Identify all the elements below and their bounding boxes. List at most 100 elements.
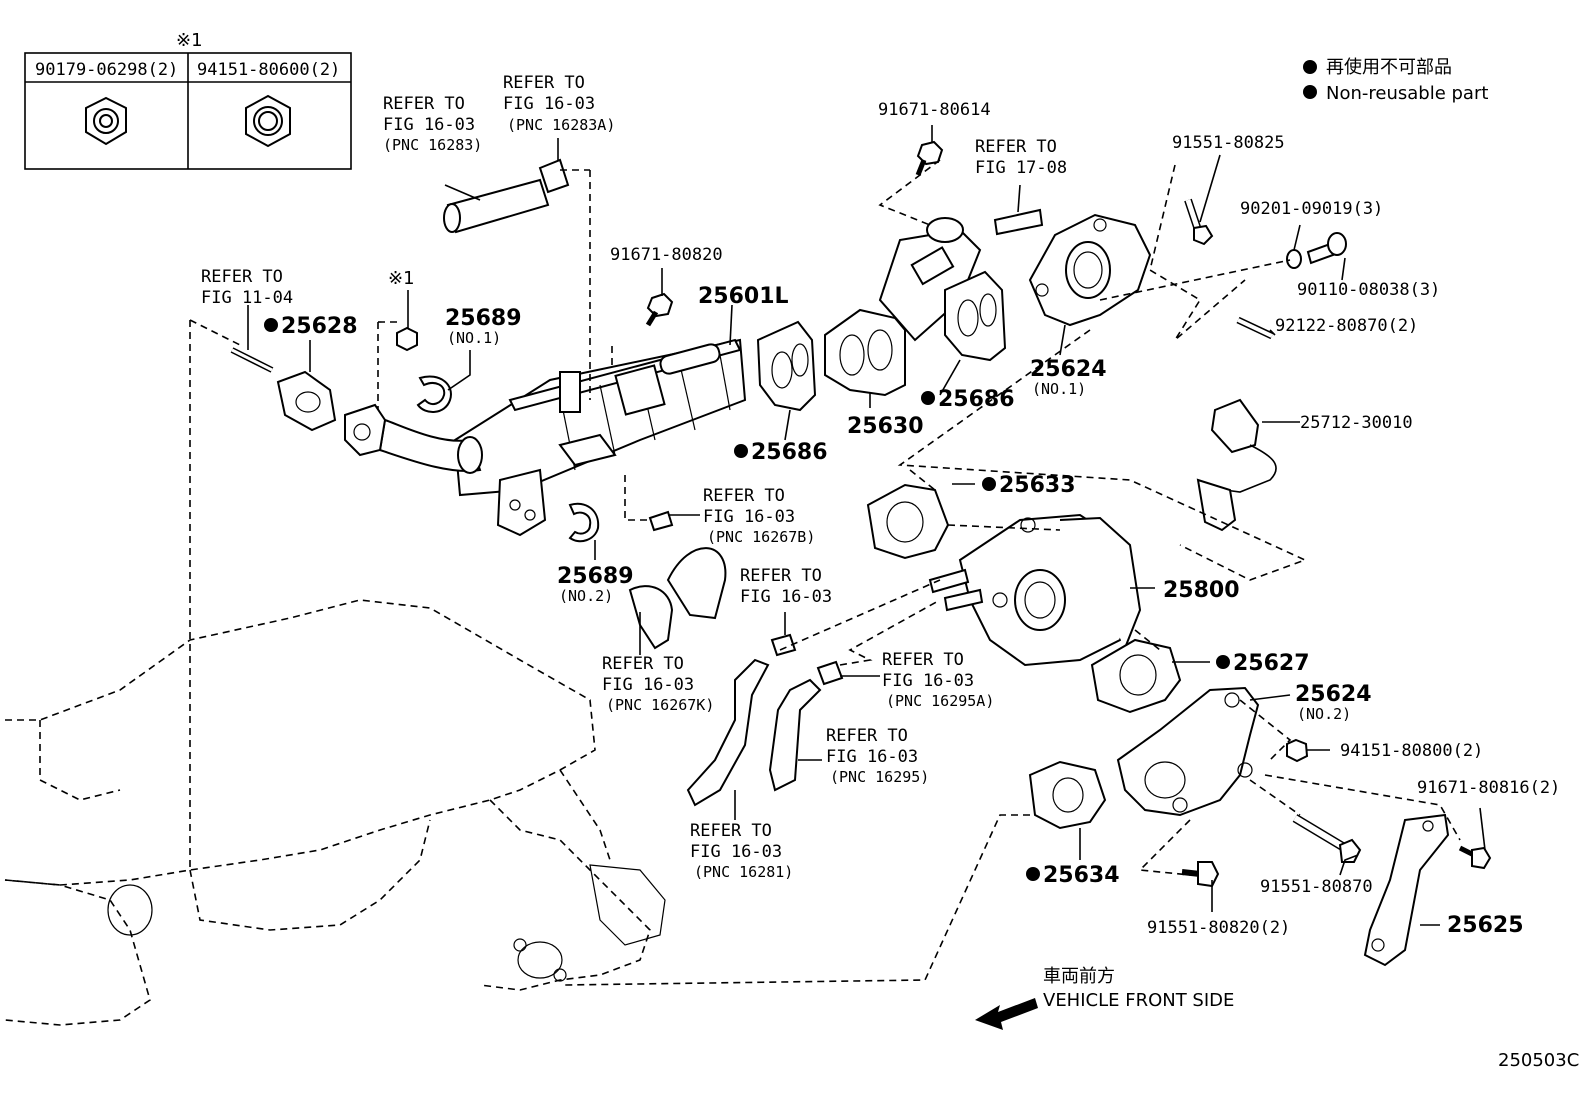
table-col1-partno: 90179-06298(2) <box>35 60 178 80</box>
refer-10-line3: (PNC 16281) <box>694 863 793 881</box>
label-25624-no2-sub: (NO.2) <box>1297 705 1351 723</box>
refer-9-line1: REFER TO <box>826 726 908 746</box>
refer-9-line2: FIG 16-03 <box>826 747 918 767</box>
stud-92122 <box>1236 316 1274 340</box>
bolt-91671-80614 <box>915 140 944 176</box>
figure-code: 250503C <box>1498 1050 1579 1071</box>
label-mark1: ※1 <box>388 268 415 289</box>
label-25689-no1-sub: (NO.1) <box>447 329 501 347</box>
gasket-25633 <box>866 483 950 560</box>
egr-pipe-25624-no1 <box>1028 213 1152 327</box>
label-25627: 25627 <box>1233 651 1310 676</box>
label-94151-80800: 94151-80800(2) <box>1340 741 1483 761</box>
bolt-90110 <box>1306 232 1347 265</box>
label-25633: 25633 <box>999 473 1076 498</box>
bolt-91671-80816 <box>1458 845 1492 870</box>
gasket-25686-b <box>944 270 1007 362</box>
legend-en: Non-reusable part <box>1326 83 1488 104</box>
label-91551-80820: 91551-80820(2) <box>1147 918 1290 938</box>
non-reusable-dot <box>1026 867 1040 881</box>
label-91551-80825: 91551-80825 <box>1172 133 1285 153</box>
label-91671-80614: 91671-80614 <box>878 100 991 120</box>
nut-mark1 <box>396 326 418 352</box>
non-reusable-dot <box>1216 655 1230 669</box>
refer-7-line1: REFER TO <box>602 654 684 674</box>
legend-jp: 再使用不可部品 <box>1326 57 1452 78</box>
refer-10-line2: FIG 16-03 <box>690 842 782 862</box>
front-arrow-icon <box>975 998 1038 1030</box>
bracket-25625 <box>1363 813 1450 967</box>
refer-4-line2: FIG 17-08 <box>975 158 1067 178</box>
label-91671-80820: 91671-80820 <box>610 245 723 265</box>
label-91671-80816: 91671-80816(2) <box>1417 778 1560 798</box>
table-note-mark: ※1 <box>176 30 203 51</box>
refer-5-line1: REFER TO <box>703 486 785 506</box>
gasket-25628 <box>276 370 337 432</box>
label-91551-80870: 91551-80870 <box>1260 877 1373 897</box>
label-25800: 25800 <box>1163 578 1240 603</box>
washer-90201 <box>1286 249 1302 269</box>
label-90110: 90110-08038(3) <box>1297 280 1440 300</box>
refer-10-line1: REFER TO <box>690 821 772 841</box>
bolt-91671-80820 <box>645 292 674 327</box>
egr-valve-25800 <box>928 513 1142 667</box>
clamp-25689-no1 <box>416 375 452 413</box>
refer-3-line1: REFER TO <box>201 267 283 287</box>
refer-9-line3: (PNC 16295) <box>830 768 929 786</box>
label-25624-no1: 25624 <box>1030 357 1107 382</box>
flange-nut-icon <box>245 94 291 148</box>
pipe-fig-17-08 <box>993 208 1044 236</box>
label-25634: 25634 <box>1043 863 1120 888</box>
label-25624-no2: 25624 <box>1295 682 1372 707</box>
gasket-25686-a <box>756 320 817 412</box>
label-90201: 90201-09019(3) <box>1240 199 1383 219</box>
label-25601L: 25601L <box>698 284 789 309</box>
egr-pipe-25624-no2 <box>1116 686 1260 817</box>
hoses-lower <box>628 510 844 807</box>
refer-8-line3: (PNC 16295A) <box>886 692 994 710</box>
refer-2-line1: REFER TO <box>503 73 585 93</box>
stud-bolt-left <box>230 347 274 373</box>
refer-5-line2: FIG 16-03 <box>703 507 795 527</box>
gasket-25634 <box>1028 760 1107 830</box>
refer-6-line1: REFER TO <box>740 566 822 586</box>
non-reusable-dot <box>264 318 278 332</box>
non-reusable-dot <box>734 444 748 458</box>
refer-1-line3: (PNC 16283) <box>383 136 482 154</box>
front-en: VEHICLE FRONT SIDE <box>1043 990 1234 1011</box>
label-25686-a: 25686 <box>751 440 828 465</box>
refer-5-line3: (PNC 16267B) <box>707 528 815 546</box>
label-25689-no2-sub: (NO.2) <box>559 587 613 605</box>
label-25689-no1: 25689 <box>445 306 522 331</box>
vehicle-front-indicator: 車両前方 VEHICLE FRONT SIDE <box>975 966 1234 1030</box>
refer-3-line2: FIG 11-04 <box>201 288 293 308</box>
label-92122: 92122-80870(2) <box>1275 316 1418 336</box>
clamp-25689-no2 <box>568 502 600 543</box>
bolt-91551-80825 <box>1184 198 1214 246</box>
dashed-leaders <box>377 159 1461 986</box>
refer-4-line1: REFER TO <box>975 137 1057 157</box>
nut-94151-80800 <box>1286 738 1309 763</box>
front-jp: 車両前方 <box>1043 966 1115 987</box>
labels: REFER TO FIG 16-03 (PNC 16283) REFER TO … <box>201 73 1560 938</box>
refer-7-line2: FIG 16-03 <box>602 675 694 695</box>
solid-leaders <box>247 125 1486 926</box>
refer-2-line2: FIG 16-03 <box>503 94 595 114</box>
egr-cooler <box>344 338 747 537</box>
label-25686-b: 25686 <box>938 387 1015 412</box>
label-25712: 25712-30010 <box>1300 413 1413 433</box>
non-reusable-dot <box>982 477 996 491</box>
refer-2-line3: (PNC 16283A) <box>507 116 615 134</box>
bolt-91551-80870 <box>1292 814 1362 863</box>
fastener-table: ※1 90179-06298(2) 94151-80600(2) <box>24 30 352 170</box>
label-25625: 25625 <box>1447 913 1524 938</box>
label-25628: 25628 <box>281 314 358 339</box>
label-25624-no1-sub: (NO.1) <box>1032 380 1086 398</box>
sensor-25712 <box>1196 398 1277 532</box>
non-reusable-dot <box>921 391 935 405</box>
refer-1-line2: FIG 16-03 <box>383 115 475 135</box>
engine-block-outline <box>4 319 666 1026</box>
refer-7-line3: (PNC 16267K) <box>606 696 714 714</box>
hose-top <box>443 158 570 234</box>
